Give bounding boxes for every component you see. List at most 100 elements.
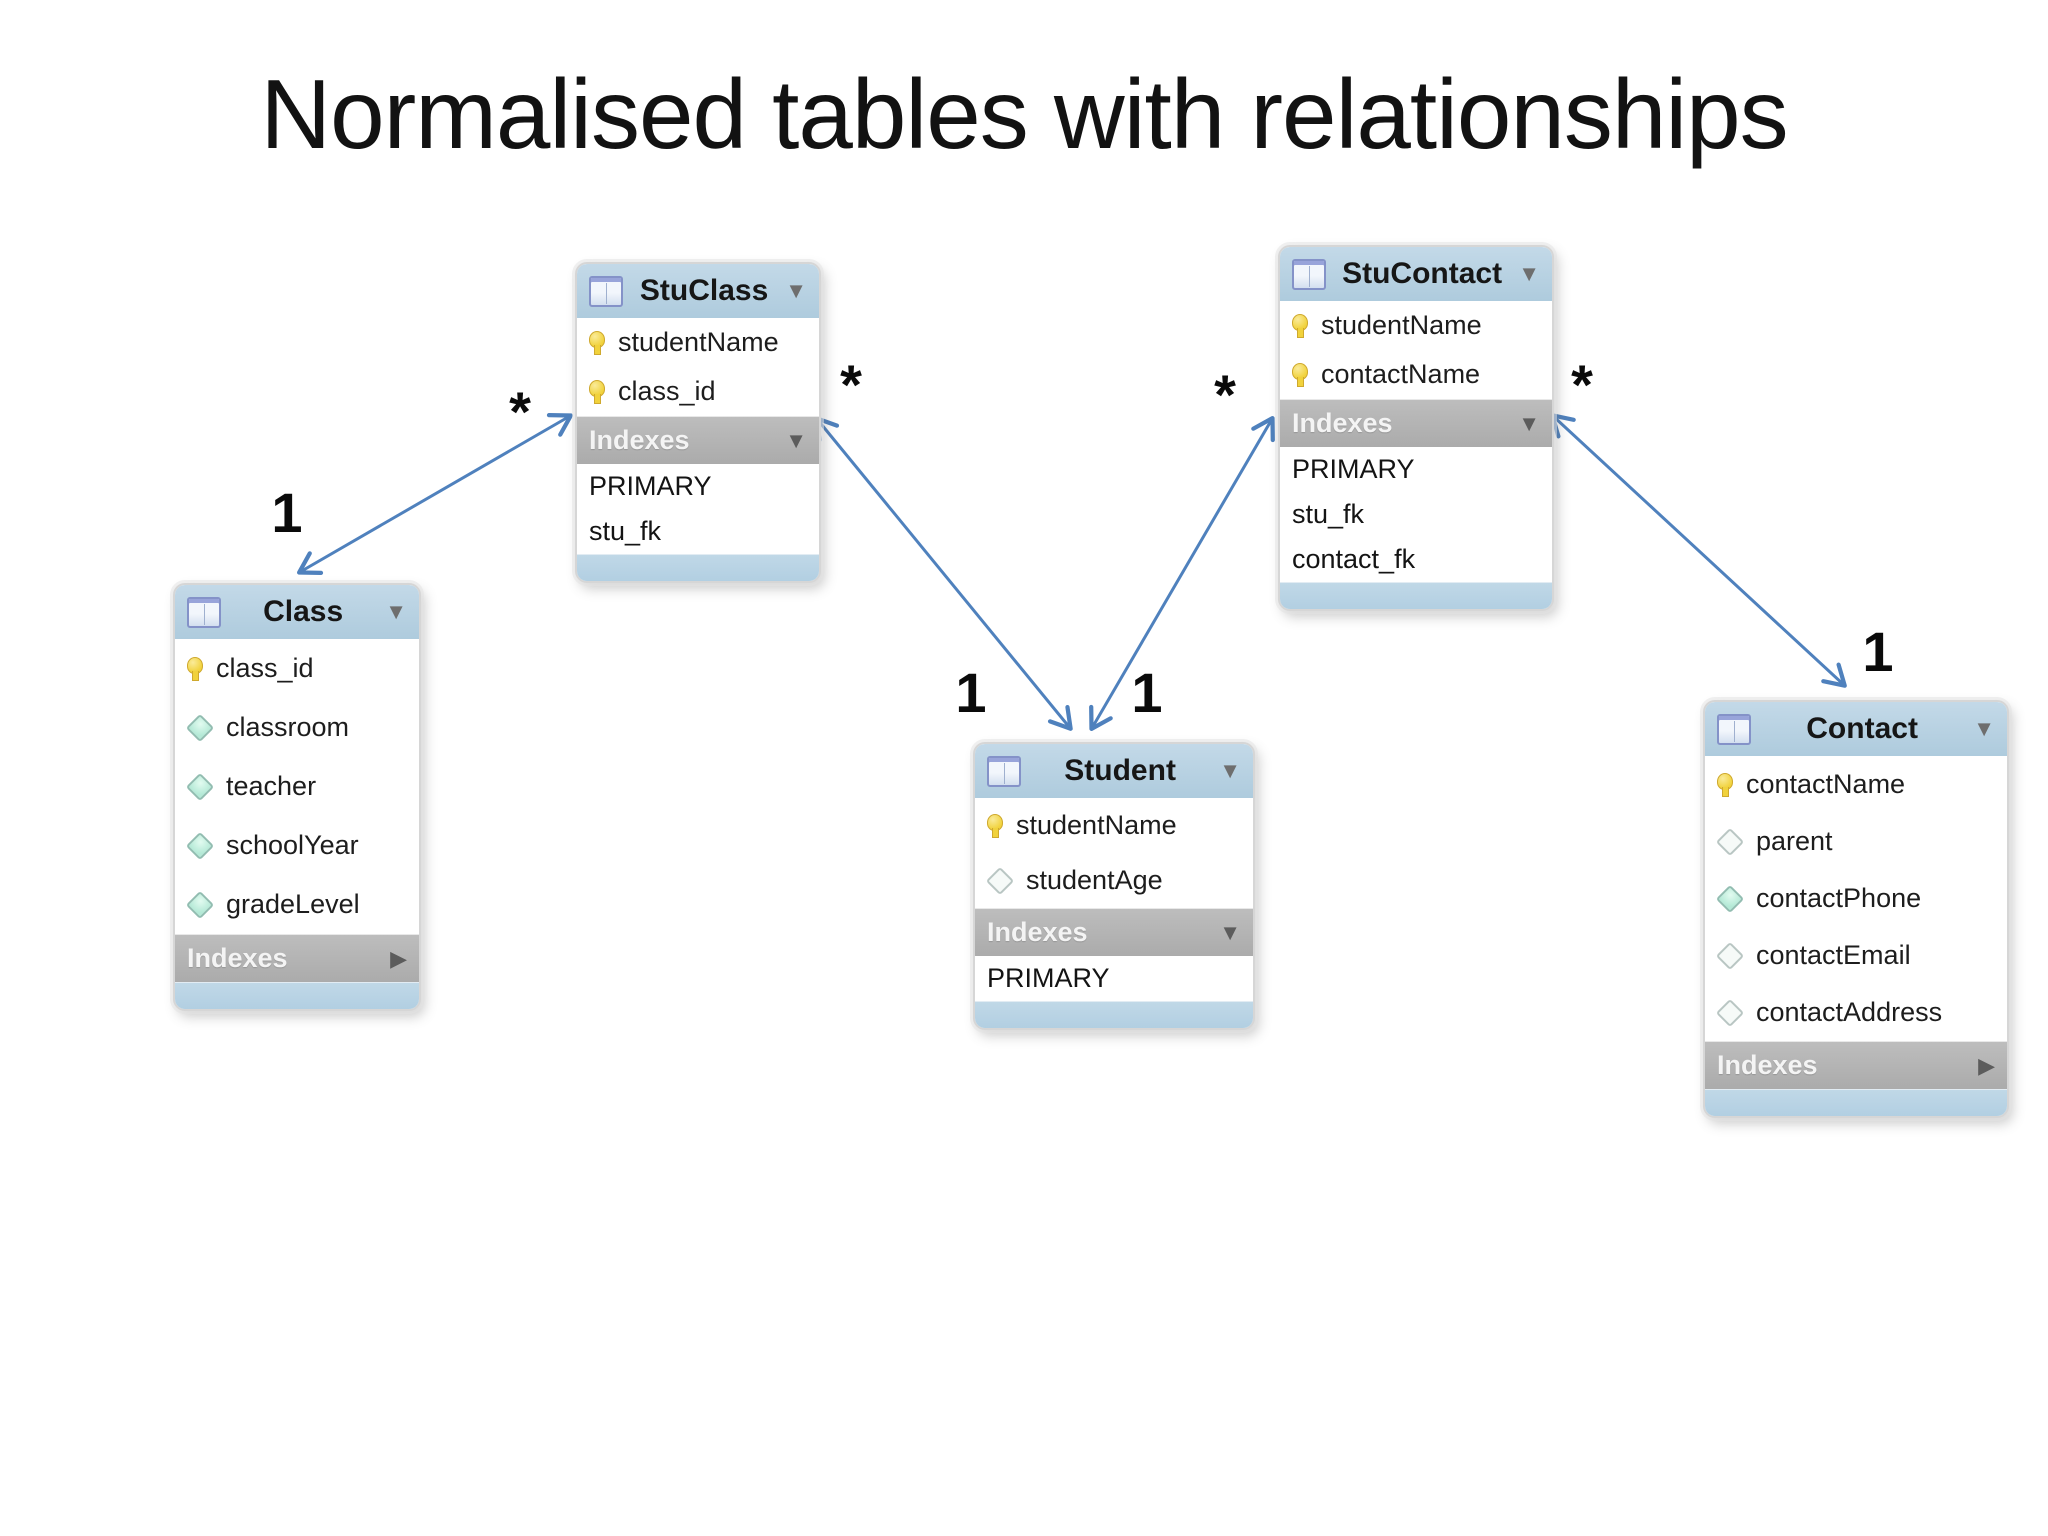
diamond-hollow-icon bbox=[1715, 998, 1745, 1027]
indexes-toggle[interactable]: Indexes ▶ bbox=[175, 934, 419, 982]
column-row: parent bbox=[1705, 813, 2007, 870]
indexes-label: Indexes bbox=[1717, 1050, 1818, 1080]
chevron-down-icon[interactable]: ▼ bbox=[785, 278, 807, 303]
relationship-arrow-contact-stucontact bbox=[1550, 413, 1847, 688]
column-name: teacher bbox=[226, 771, 317, 801]
table-student[interactable]: Student ▼ studentName studentAge Indexes… bbox=[973, 742, 1255, 1030]
column-row: contactEmail bbox=[1705, 927, 2007, 984]
chevron-right-icon[interactable]: ▶ bbox=[1978, 1052, 1995, 1078]
column-name: studentName bbox=[618, 327, 779, 357]
relationship-arrow-class-stuclass bbox=[297, 413, 573, 575]
column-row: gradeLevel bbox=[175, 875, 419, 934]
table-contact[interactable]: Contact ▼ contactName parent contactPhon… bbox=[1703, 700, 2009, 1118]
table-class[interactable]: Class ▼ class_id classroom teacher schoo… bbox=[173, 583, 421, 1011]
column-name: contactName bbox=[1321, 359, 1481, 389]
table-header[interactable]: Student ▼ bbox=[975, 744, 1253, 798]
column-name: classroom bbox=[226, 712, 350, 742]
column-name: studentName bbox=[1321, 310, 1482, 340]
chevron-down-icon[interactable]: ▼ bbox=[1518, 410, 1540, 436]
table-icon bbox=[187, 596, 221, 628]
multiplicity-label-stuclass-left-end: * bbox=[509, 380, 531, 443]
diamond-hollow-icon bbox=[1715, 941, 1745, 970]
table-icon bbox=[987, 755, 1021, 787]
primary-key-icon bbox=[588, 379, 606, 405]
diamond-filled-icon bbox=[1715, 884, 1745, 913]
column-row: class_id bbox=[577, 367, 819, 416]
column-row: studentAge bbox=[975, 853, 1253, 908]
table-header[interactable]: Class ▼ bbox=[175, 585, 419, 639]
primary-key-icon bbox=[186, 656, 204, 682]
diamond-filled-icon bbox=[185, 713, 215, 742]
indexes-label: Indexes bbox=[987, 917, 1088, 947]
table-title: StuContact bbox=[1342, 257, 1503, 290]
column-row: class_id bbox=[175, 639, 419, 698]
column-row: contactName bbox=[1705, 756, 2007, 813]
column-name: class_id bbox=[216, 653, 314, 683]
index-item: PRIMARY bbox=[577, 464, 819, 509]
multiplicity-label-student-left-end: 1 bbox=[955, 661, 987, 724]
indexes-label: Indexes bbox=[187, 943, 288, 973]
column-row: studentName bbox=[975, 798, 1253, 853]
index-item: PRIMARY bbox=[975, 956, 1253, 1001]
chevron-down-icon[interactable]: ▼ bbox=[785, 427, 807, 453]
table-title: Class bbox=[263, 595, 344, 628]
column-row: studentName bbox=[1280, 301, 1552, 350]
primary-key-icon bbox=[986, 813, 1004, 839]
primary-key-icon bbox=[588, 330, 606, 356]
column-name: contactName bbox=[1746, 769, 1906, 799]
table-stucontact[interactable]: StuContact ▼ studentName contactName Ind… bbox=[1278, 245, 1554, 611]
index-item: PRIMARY bbox=[1280, 447, 1552, 492]
table-footer bbox=[1705, 1089, 2007, 1116]
chevron-right-icon[interactable]: ▶ bbox=[390, 945, 407, 971]
chevron-down-icon[interactable]: ▼ bbox=[1219, 919, 1241, 945]
indexes-label: Indexes bbox=[589, 425, 690, 455]
column-row: contactPhone bbox=[1705, 870, 2007, 927]
chevron-down-icon[interactable]: ▼ bbox=[1973, 716, 1995, 741]
table-title: StuClass bbox=[639, 274, 769, 307]
column-name: class_id bbox=[618, 376, 716, 406]
table-footer bbox=[577, 554, 819, 581]
indexes-toggle[interactable]: Indexes ▶ bbox=[1705, 1041, 2007, 1089]
indexes-toggle[interactable]: Indexes ▼ bbox=[1280, 399, 1552, 447]
table-header[interactable]: StuClass ▼ bbox=[577, 264, 819, 318]
table-footer bbox=[1280, 582, 1552, 609]
chevron-down-icon[interactable]: ▼ bbox=[1518, 261, 1540, 286]
column-name: contactAddress bbox=[1756, 997, 1943, 1027]
relationship-arrow-student-stucontact bbox=[1089, 416, 1275, 731]
primary-key-icon bbox=[1291, 362, 1309, 388]
diamond-filled-icon bbox=[185, 831, 215, 860]
multiplicity-label-contact-end: 1 bbox=[1862, 620, 1894, 683]
column-row: contactAddress bbox=[1705, 984, 2007, 1041]
table-footer bbox=[975, 1001, 1253, 1028]
diamond-hollow-icon bbox=[1715, 827, 1745, 856]
index-item: stu_fk bbox=[1280, 492, 1552, 537]
primary-key-icon bbox=[1716, 772, 1734, 798]
table-icon bbox=[1717, 713, 1751, 745]
column-row: teacher bbox=[175, 757, 419, 816]
table-header[interactable]: Contact ▼ bbox=[1705, 702, 2007, 756]
multiplicity-label-class-end: 1 bbox=[271, 481, 303, 544]
table-header[interactable]: StuContact ▼ bbox=[1280, 247, 1552, 301]
relationship-arrow-student-stuclass bbox=[814, 416, 1073, 731]
column-name: studentAge bbox=[1026, 865, 1163, 895]
diamond-filled-icon bbox=[185, 890, 215, 919]
indexes-toggle[interactable]: Indexes ▼ bbox=[577, 416, 819, 464]
chevron-down-icon[interactable]: ▼ bbox=[385, 599, 407, 624]
table-footer bbox=[175, 982, 419, 1009]
slide-title: Normalised tables with relationships bbox=[260, 59, 1788, 169]
index-item: stu_fk bbox=[577, 509, 819, 554]
column-row: classroom bbox=[175, 698, 419, 757]
indexes-label: Indexes bbox=[1292, 408, 1393, 438]
multiplicity-label-stuclass-right-end: * bbox=[840, 353, 862, 416]
table-icon bbox=[589, 275, 623, 307]
column-name: gradeLevel bbox=[226, 889, 360, 919]
table-title: Student bbox=[1064, 754, 1176, 787]
chevron-down-icon[interactable]: ▼ bbox=[1219, 758, 1241, 783]
primary-key-icon bbox=[1291, 313, 1309, 339]
table-stuclass[interactable]: StuClass ▼ studentName class_id Indexes … bbox=[575, 262, 821, 583]
indexes-toggle[interactable]: Indexes ▼ bbox=[975, 908, 1253, 956]
diamond-filled-icon bbox=[185, 772, 215, 801]
table-title: Contact bbox=[1806, 712, 1918, 745]
